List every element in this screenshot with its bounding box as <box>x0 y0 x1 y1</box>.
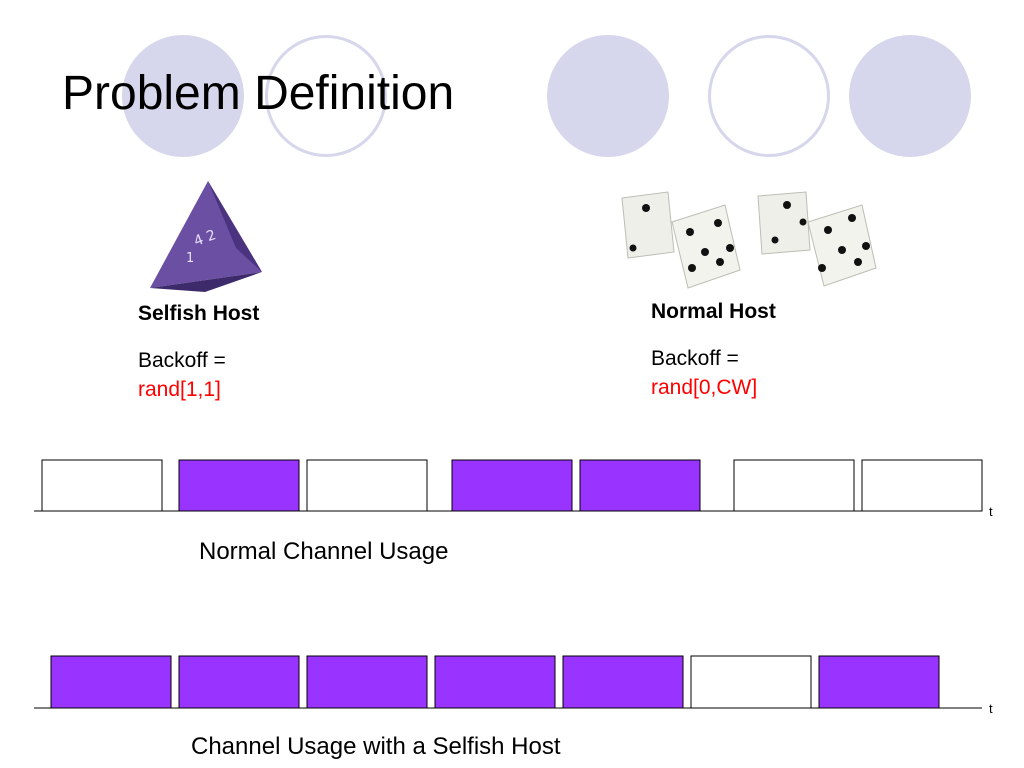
selfish-timeline-caption: Channel Usage with a Selfish Host <box>191 733 561 760</box>
normal-timeline-slot-idle <box>861 459 983 512</box>
selfish-backoff-value: rand[1,1] <box>138 378 221 401</box>
selfish-timeline-slot-used <box>178 655 300 709</box>
normal-timeline-axis-label: t <box>989 504 993 519</box>
selfish-timeline-slot-idle <box>690 655 812 709</box>
normal-backoff-value: rand[0,CW] <box>651 376 758 399</box>
selfish-timeline-slot-used <box>306 655 428 709</box>
normal-timeline-slot-idle <box>733 459 855 512</box>
selfish-timeline-axis-label: t <box>989 701 993 716</box>
svg-text:4 2: 4 2 <box>192 227 218 250</box>
slide-title: Problem Definition <box>62 67 455 120</box>
svg-text:1: 1 <box>186 251 194 266</box>
normal-backoff: Backoff = rand[0,CW] <box>651 344 757 402</box>
normal-timeline-slot-used <box>451 459 573 512</box>
decor-circle-2 <box>547 35 669 157</box>
normal-timeline-slot-used <box>579 459 701 512</box>
selfish-timeline-slot-used <box>434 655 556 709</box>
selfish-timeline-slot-used <box>818 655 940 709</box>
selfish-backoff: Backoff = rand[1,1] <box>138 346 226 404</box>
selfish-timeline-slot-used <box>50 655 172 709</box>
normal-host-label: Normal Host <box>651 300 776 323</box>
decor-circle-3 <box>849 35 971 157</box>
normal-timeline-caption: Normal Channel Usage <box>199 538 449 565</box>
normal-backoff-label: Backoff = <box>651 347 739 370</box>
selfish-backoff-label: Backoff = <box>138 349 226 372</box>
decor-ring-1 <box>265 35 387 157</box>
normal-timeline-slot-idle <box>41 459 163 512</box>
selfish-host-label: Selfish Host <box>138 302 260 325</box>
decor-circle-1 <box>122 35 244 157</box>
decor-ring-2 <box>708 35 830 157</box>
selfish-timeline-slot-used <box>562 655 684 709</box>
normal-timeline-slot-idle <box>306 459 428 512</box>
normal-timeline-slot-used <box>178 459 300 512</box>
